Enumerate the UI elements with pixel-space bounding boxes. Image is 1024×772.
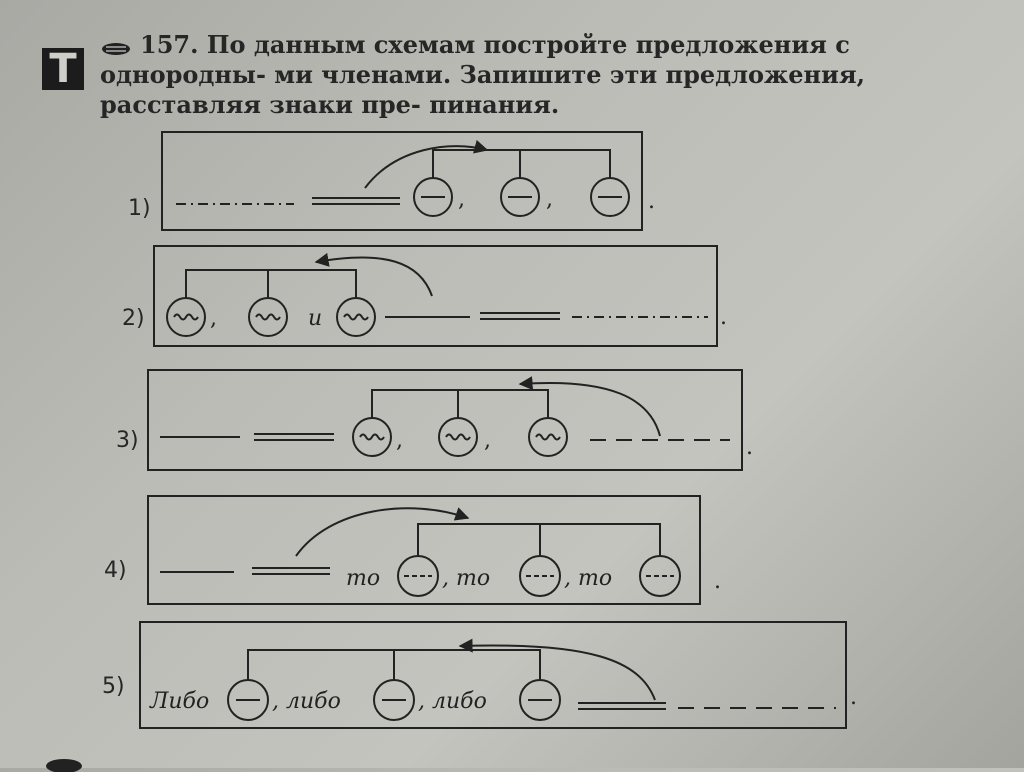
homogeneous-circle [166, 297, 206, 337]
scheme-5-number: 5) [102, 674, 125, 699]
scheme-3 [147, 369, 743, 471]
end-mark: . [714, 569, 721, 594]
connector: и [308, 306, 322, 331]
connector: то [346, 566, 380, 591]
connector: , [484, 428, 491, 453]
homogeneous-circle [519, 679, 561, 721]
end-mark: . [746, 435, 753, 460]
scheme-4-box [147, 495, 701, 605]
end-mark: . [850, 685, 857, 710]
scheme-2-box [153, 245, 718, 347]
generalizing-arrow [295, 507, 470, 557]
scheme-4 [147, 495, 701, 605]
scheme-4-number: 4) [104, 558, 127, 583]
task-number: 157. [140, 30, 199, 59]
connector: , [458, 187, 465, 212]
end-mark: . [648, 189, 655, 214]
generalizing-arrow [364, 139, 489, 189]
generalizing-arrow [518, 376, 661, 437]
pencil-icon [102, 43, 130, 55]
connector: , то [564, 566, 612, 591]
task-text: 157. По данным схемам постройте предложе… [100, 30, 960, 120]
homogeneous-circle [438, 417, 478, 457]
scheme-5 [139, 621, 847, 729]
connector: , либо [418, 689, 487, 714]
connector: , либо [272, 689, 341, 714]
homogeneous-circle [413, 177, 453, 217]
homogeneous-circle [519, 555, 561, 597]
scheme-3-box [147, 369, 743, 471]
scheme-1-number: 1) [128, 196, 151, 221]
connector: , [546, 187, 553, 212]
homogeneous-circle [336, 297, 376, 337]
end-mark: . [720, 305, 727, 330]
scheme-1 [161, 131, 643, 231]
homogeneous-circle [590, 177, 630, 217]
homogeneous-bracket [371, 389, 549, 418]
connector: , [396, 428, 403, 453]
task-type-icon: T [42, 48, 84, 90]
next-task-pencil-icon [46, 759, 82, 772]
homogeneous-circle [227, 679, 269, 721]
homogeneous-circle [500, 177, 540, 217]
homogeneous-bracket [432, 149, 611, 178]
generalizing-arrow [314, 252, 433, 297]
scheme-2 [153, 245, 718, 347]
scheme-5-box [139, 621, 847, 729]
homogeneous-circle [639, 555, 681, 597]
homogeneous-circle [528, 417, 568, 457]
homogeneous-bracket [185, 269, 357, 298]
homogeneous-circle [352, 417, 392, 457]
connector: Либо [149, 689, 209, 714]
scheme-1-box [161, 131, 643, 231]
homogeneous-circle [248, 297, 288, 337]
homogeneous-circle [373, 679, 415, 721]
scheme-3-number: 3) [116, 428, 139, 453]
generalizing-arrow [458, 638, 656, 701]
task-instruction: По данным схемам постройте предложения с… [100, 30, 865, 119]
homogeneous-circle [397, 555, 439, 597]
connector: , [210, 306, 217, 331]
connector: , то [442, 566, 490, 591]
scheme-2-number: 2) [122, 306, 145, 331]
